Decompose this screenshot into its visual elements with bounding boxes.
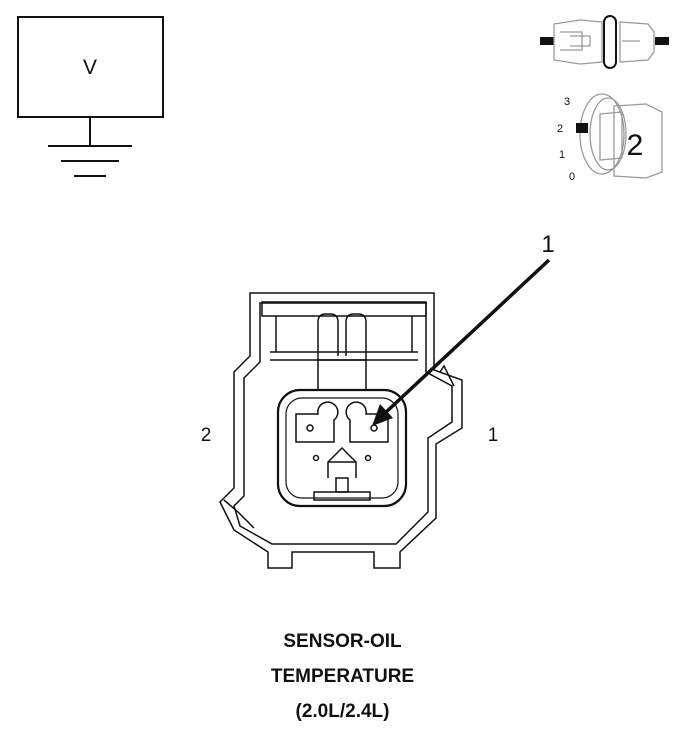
position-tick-0: 0 (569, 171, 575, 183)
caption-line-1: SENSOR-OIL (283, 631, 402, 652)
ground-icon (48, 117, 132, 177)
voltmeter-symbol: V (17, 16, 164, 177)
callout-arrow (372, 258, 551, 426)
view-number: 2 (627, 129, 644, 162)
position-tick-3: 3 (564, 96, 570, 108)
caption-line-3: (2.0L/2.4L) (295, 701, 390, 722)
key-position-icon: 3 2 1 0 2 (557, 93, 663, 183)
key-position-marker (576, 123, 588, 133)
position-tick-2: 2 (557, 123, 563, 135)
callout-number: 1 (541, 231, 554, 258)
pin-label-right: 1 (488, 425, 499, 446)
component-caption: SENSOR-OIL TEMPERATURE (2.0L/2.4L) (0, 624, 685, 729)
position-tick-1: 1 (559, 149, 565, 161)
caption-line-2: TEMPERATURE (270, 666, 415, 687)
pin-label-left: 2 (201, 425, 212, 446)
voltmeter-label: V (83, 56, 97, 79)
connector-side-icon (540, 15, 669, 69)
connector-housing (219, 292, 463, 569)
